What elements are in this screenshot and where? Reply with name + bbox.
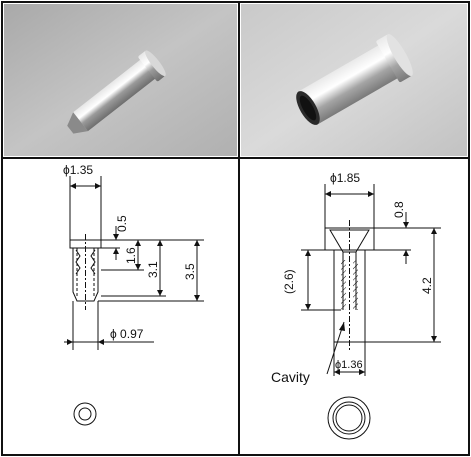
drawing-left-pin: ϕ1.35 0.5 1.6 3.1 3.5 ϕ 0.97 bbox=[4, 160, 237, 457]
photo-left-pin bbox=[4, 4, 237, 156]
dim-cavity-depth: (2.6) bbox=[282, 269, 296, 294]
cavity-hatch-right bbox=[353, 260, 358, 310]
dim-head-diameter: ϕ1.85 bbox=[330, 171, 360, 185]
end-view-inner bbox=[78, 407, 92, 421]
end-view-outer bbox=[327, 396, 371, 440]
end-view-outer bbox=[73, 402, 97, 426]
cavity-leader bbox=[326, 321, 345, 375]
cavity-label: Cavity bbox=[271, 369, 310, 385]
dim-head-height: 0.5 bbox=[115, 215, 129, 232]
dim-head-diameter: ϕ1.35 bbox=[63, 163, 93, 177]
dim-head-height: 0.8 bbox=[392, 201, 406, 218]
end-view-inner bbox=[335, 404, 363, 432]
drawing-right-socket: ϕ1.85 0.8 (2.6) 4.2 ϕ1.36 Cavity bbox=[241, 160, 467, 457]
dim-overall-length: 4.2 bbox=[420, 277, 434, 294]
dim-depth-b: 3.1 bbox=[146, 261, 160, 278]
pin-photo-left bbox=[67, 50, 166, 134]
socket-photo-right bbox=[296, 34, 413, 125]
cavity-hatch-left bbox=[341, 260, 346, 310]
dim-tip-diameter: ϕ 0.97 bbox=[110, 327, 144, 341]
pin-body-outline bbox=[72, 248, 99, 302]
dim-body-diameter: ϕ1.36 bbox=[335, 359, 363, 371]
photo-right-socket bbox=[241, 4, 467, 156]
dim-overall-length: 3.5 bbox=[183, 263, 197, 280]
end-view-middle bbox=[332, 401, 366, 435]
dim-depth-a: 1.6 bbox=[124, 247, 138, 264]
